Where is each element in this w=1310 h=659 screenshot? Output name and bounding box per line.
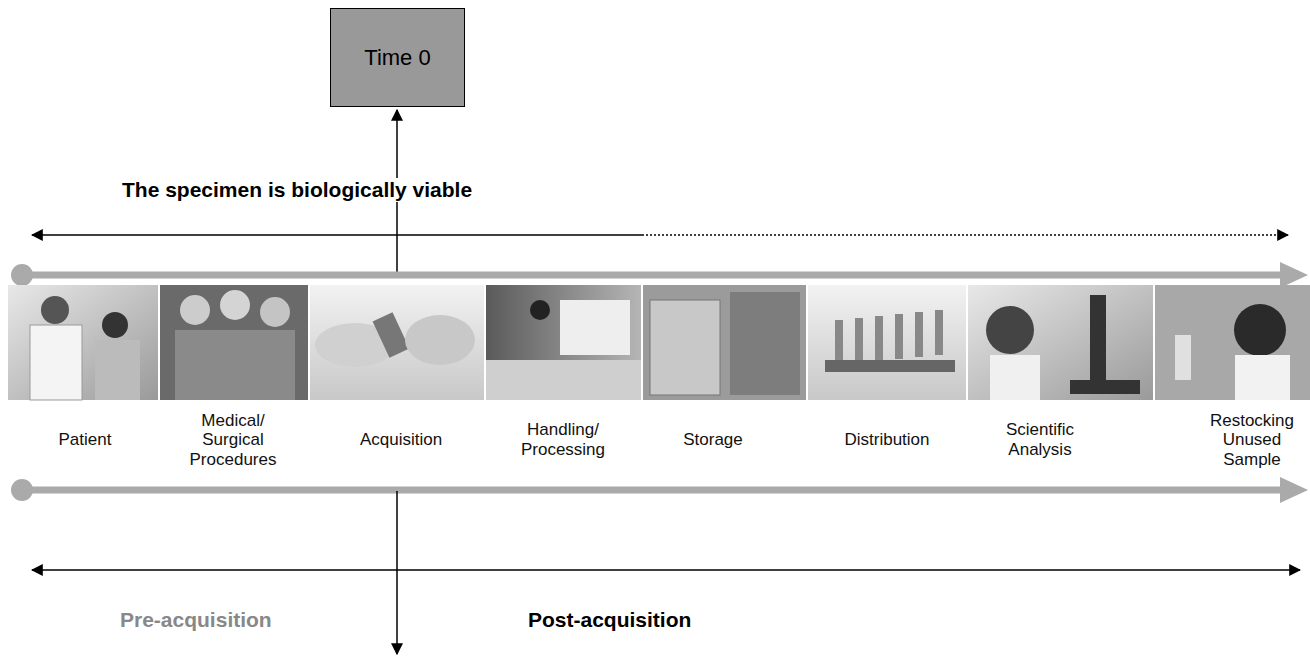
phase-label: Post-acquisition <box>528 608 691 632</box>
stage-label: Storage <box>643 430 783 450</box>
photo-strip <box>8 285 1310 400</box>
bottom-timeline <box>11 477 1308 503</box>
box-text: Time 0 <box>364 45 430 71</box>
stage-label: Medical/ Surgical Procedures <box>186 411 281 470</box>
top-timeline <box>11 262 1308 288</box>
stage-label: Acquisition <box>331 430 471 450</box>
stage-label: Restocking Unused Sample <box>1205 411 1300 470</box>
stage-label: Scientific Analysis <box>993 420 1088 459</box>
viable-arrow <box>32 234 642 236</box>
viable-dotted-arrow <box>642 234 1288 236</box>
stage-label: Patient <box>25 430 145 450</box>
time-zero-box: Time 0 <box>330 8 465 107</box>
acquisition-down-arrow <box>396 491 398 654</box>
phase-heading: The specimen is biologically viable <box>120 178 474 202</box>
pre-post-arrow <box>32 569 1300 571</box>
phase-label: Pre-acquisition <box>120 608 272 632</box>
stage-label: Handling/ Processing <box>516 420 611 459</box>
stage-label: Distribution <box>817 430 957 450</box>
